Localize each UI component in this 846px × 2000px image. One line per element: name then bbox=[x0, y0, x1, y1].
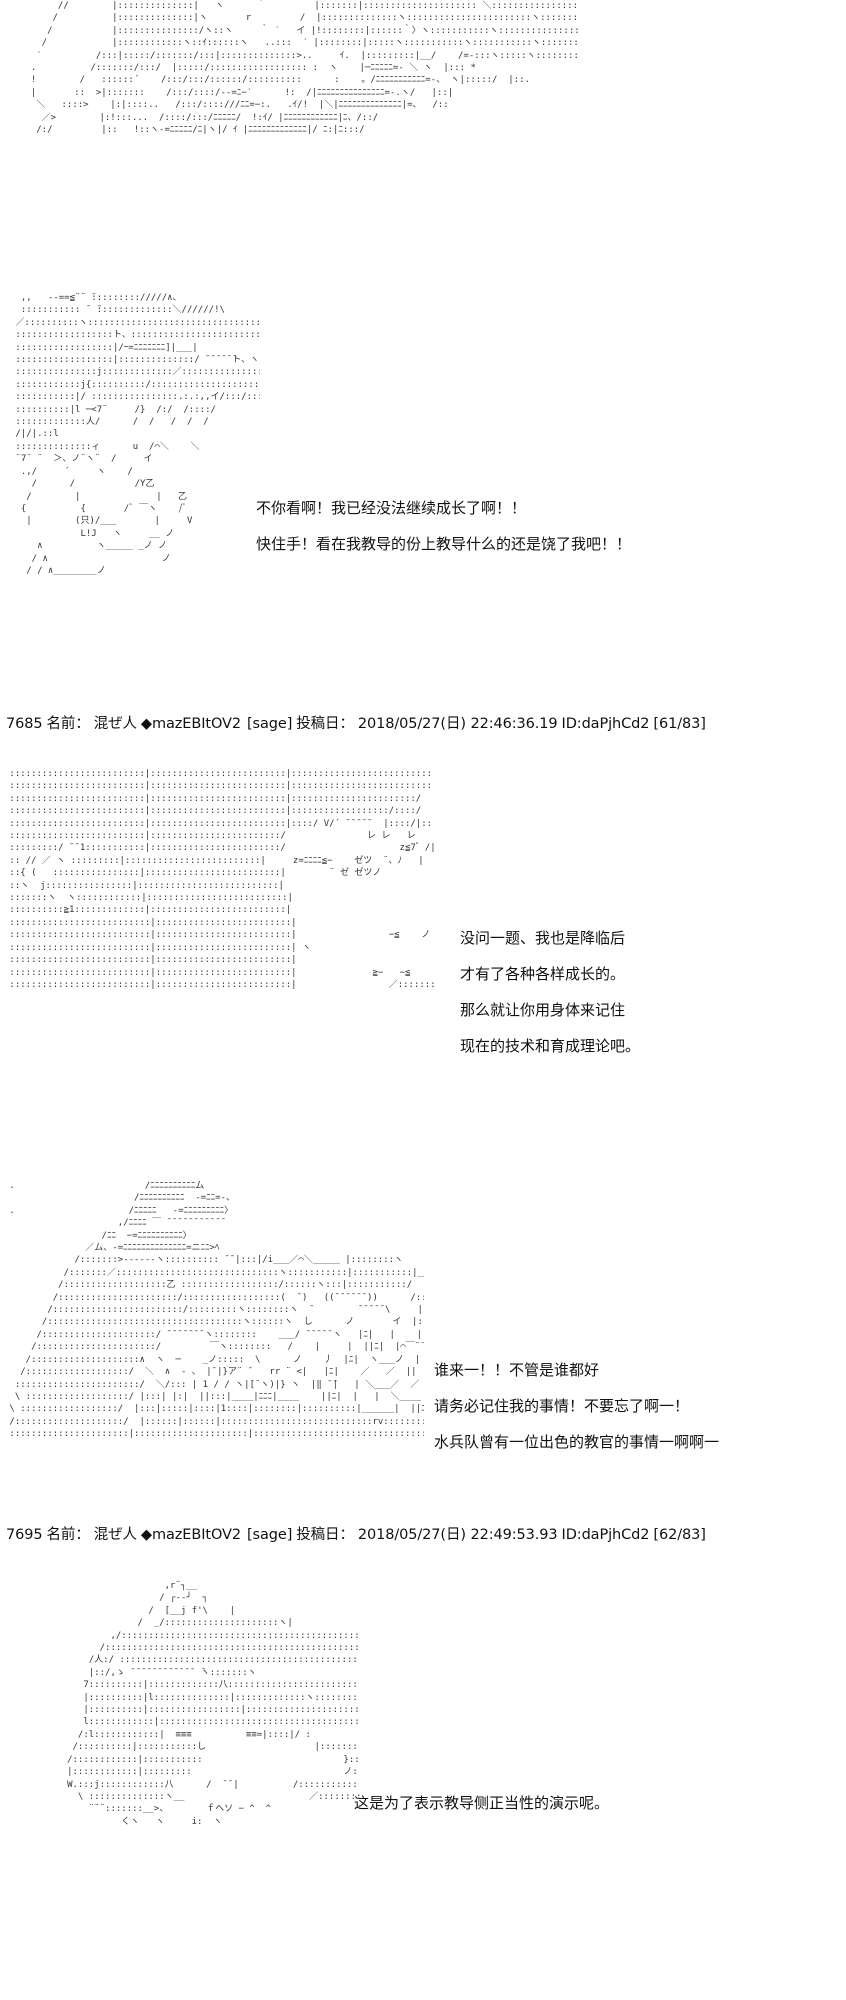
ascii-art-panel-2: ,, --==≦¨¨ ̄::::::::://///∧、 :::::::::::… bbox=[15, 293, 260, 576]
post-date: 2018/05/27(日) 22:49:53.93 bbox=[357, 1527, 558, 1543]
name-label: 名前： bbox=[46, 716, 90, 732]
post-number[interactable]: 7685 bbox=[6, 716, 43, 732]
dialog-panel-4: 谁来一！！不管是谁都好 请务必记住我的事情！不要忘了啊一！ 水兵队曾有一位出色的… bbox=[434, 1352, 719, 1460]
poster-name: 混ぜ人 bbox=[93, 716, 137, 732]
ascii-art-panel-4: . /ﾆﾆﾆﾆﾆﾆﾆﾆﾆﾆム /ﾆﾆﾆﾆﾆﾆﾆﾆﾆﾆ -=ﾆﾆ=-、 . /ﾆﾆ… bbox=[9, 1181, 424, 1440]
poster-id[interactable]: ID:daPjhCd2 bbox=[561, 716, 650, 732]
dialog-line: 才有了各种各样成长的。 bbox=[460, 965, 626, 983]
date-label: 投稿日： bbox=[296, 1527, 354, 1543]
poster-name: 混ぜ人 bbox=[93, 1527, 137, 1543]
post-number[interactable]: 7695 bbox=[6, 1527, 43, 1543]
post-count: [61/83] bbox=[653, 716, 706, 732]
ascii-art-panel-1: // |::::::::::::::| ヽ ｀ |:::::::|:::::::… bbox=[30, 1, 580, 136]
dialog-line: 这是为了表示教导侧正当性的演示呢。 bbox=[354, 1794, 610, 1812]
dialog-line: 谁来一！！不管是谁都好 bbox=[434, 1361, 600, 1379]
post-mail: [sage] bbox=[246, 1527, 293, 1543]
poster-trip: ◆mazEBItOV2 bbox=[140, 1527, 241, 1543]
date-label: 投稿日： bbox=[296, 716, 354, 732]
ascii-art-panel-5: ,r¨┐__ / ┌‐‐┘ ┐ / [__j f'\ | / _/:::::::… bbox=[67, 1581, 360, 1827]
dialog-line: 现在的技术和育成理论吧。 bbox=[460, 1037, 641, 1055]
post-count: [62/83] bbox=[653, 1527, 706, 1543]
dialog-panel-2: 不你看啊！我已经没法继续成长了啊！！ 快住手！看在我教导的份上教导什么的还是饶了… bbox=[256, 490, 631, 562]
post-mail: [sage] bbox=[246, 716, 293, 732]
dialog-line: 快住手！看在我教导的份上教导什么的还是饶了我吧！！ bbox=[256, 535, 632, 553]
dialog-line: 请务必记住我的事情！不要忘了啊一！ bbox=[434, 1397, 690, 1415]
ascii-art-panel-3: :::::::::::::::::::::::::|::::::::::::::… bbox=[9, 769, 434, 990]
name-label: 名前： bbox=[46, 1527, 90, 1543]
dialog-panel-3: 没问一题、我也是降临后 才有了各种各样成长的。 那么就让你用身体来记住 现在的技… bbox=[460, 920, 640, 1064]
dialog-line: 不你看啊！我已经没法继续成长了啊！！ bbox=[256, 499, 527, 517]
dialog-line: 没问一题、我也是降临后 bbox=[460, 929, 626, 947]
poster-trip: ◆mazEBItOV2 bbox=[140, 716, 241, 732]
dialog-line: 水兵队曾有一位出色的教官的事情一啊啊一 bbox=[434, 1433, 720, 1451]
dialog-panel-5: 这是为了表示教导侧正当性的演示呢。 bbox=[354, 1785, 609, 1821]
dialog-line: 那么就让你用身体来记住 bbox=[460, 1001, 626, 1019]
post-date: 2018/05/27(日) 22:46:36.19 bbox=[357, 716, 558, 732]
poster-id[interactable]: ID:daPjhCd2 bbox=[561, 1527, 650, 1543]
